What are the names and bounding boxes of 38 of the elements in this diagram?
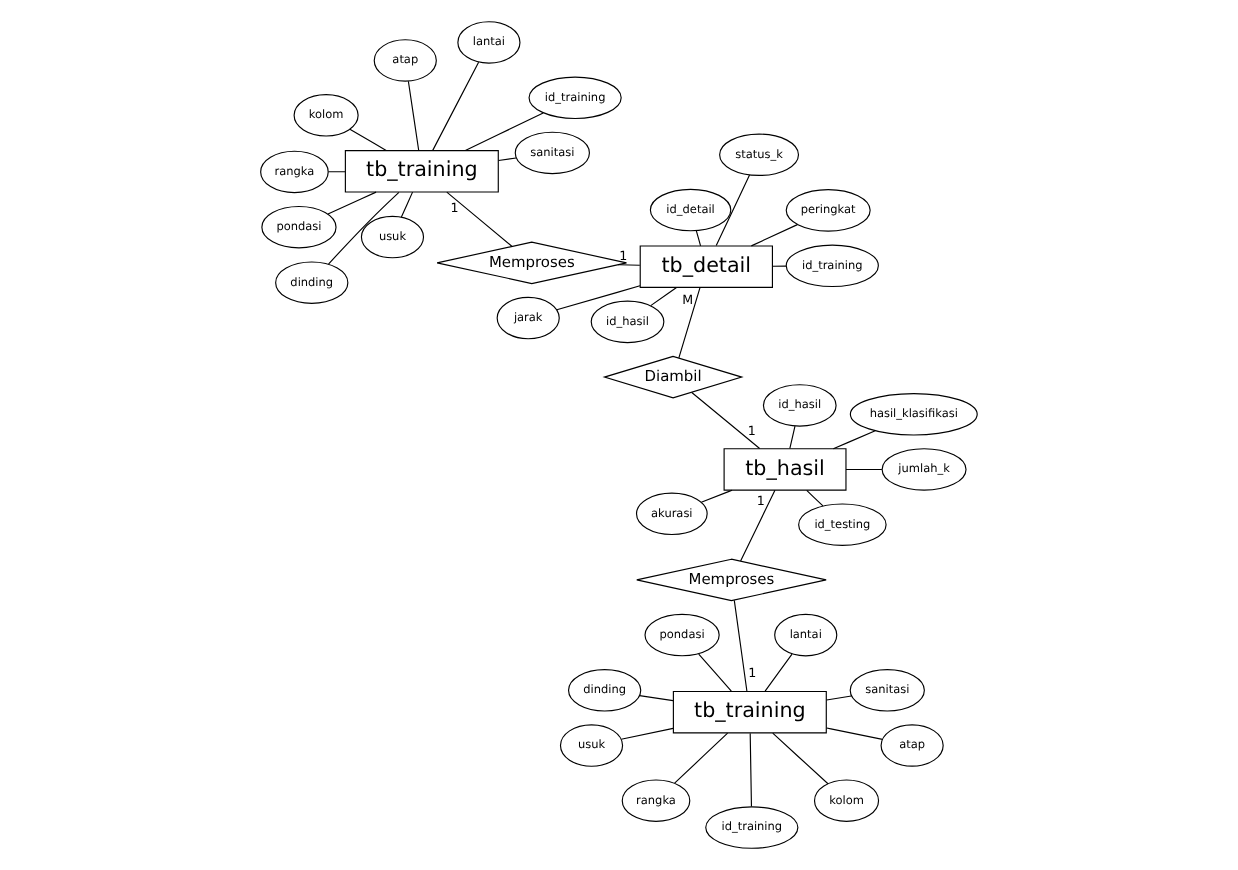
connector bbox=[620, 727, 674, 740]
connector bbox=[497, 157, 517, 162]
connector bbox=[695, 230, 702, 247]
connector bbox=[464, 112, 544, 151]
connector bbox=[733, 599, 748, 692]
node-box: tb_training bbox=[344, 150, 499, 193]
connector bbox=[674, 732, 729, 784]
connector bbox=[826, 695, 852, 701]
connector bbox=[832, 430, 876, 450]
connector bbox=[715, 174, 751, 247]
connector bbox=[698, 653, 732, 692]
connector bbox=[407, 80, 420, 152]
connector bbox=[806, 489, 824, 507]
connector bbox=[750, 224, 798, 247]
connector bbox=[845, 468, 883, 471]
connector bbox=[638, 695, 674, 702]
connector bbox=[749, 732, 753, 808]
connector bbox=[740, 489, 776, 562]
connector bbox=[650, 286, 678, 307]
connector bbox=[617, 264, 641, 266]
connector bbox=[789, 425, 796, 450]
connector bbox=[349, 128, 387, 152]
connector bbox=[678, 286, 701, 359]
connector bbox=[764, 653, 793, 692]
connector bbox=[556, 285, 641, 311]
node-box: tb_hasil bbox=[723, 448, 847, 491]
connector bbox=[691, 391, 761, 450]
connector bbox=[327, 191, 377, 215]
connector bbox=[432, 61, 480, 152]
connector bbox=[772, 265, 787, 267]
node-box: tb_detail bbox=[639, 245, 773, 288]
connector bbox=[446, 191, 513, 247]
connector bbox=[700, 489, 733, 503]
connector bbox=[772, 732, 829, 785]
connector bbox=[327, 191, 400, 265]
connector bbox=[826, 727, 884, 740]
node-box: tb_training bbox=[672, 690, 827, 734]
connector bbox=[400, 191, 414, 218]
